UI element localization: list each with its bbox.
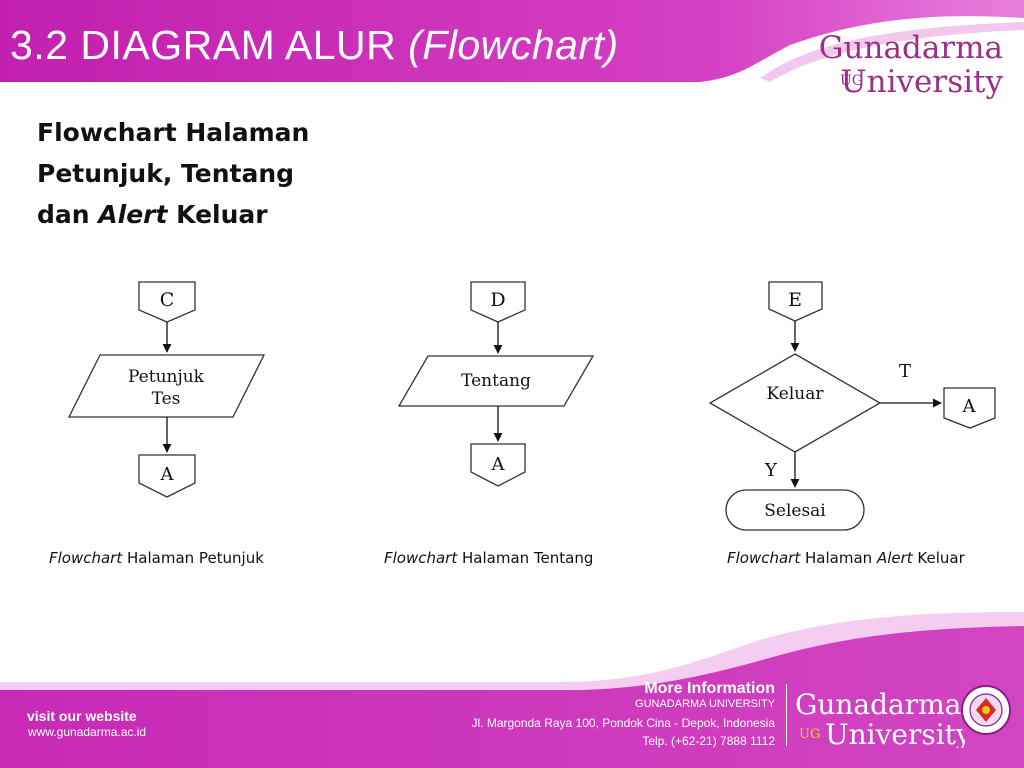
subheading-line3: dan Alert Keluar	[37, 200, 268, 229]
fc3-terminal-label: Selesai	[764, 501, 826, 521]
fc1-start-connector	[138, 281, 196, 323]
footer-logo-line2: University	[825, 718, 965, 748]
fc1-start-label: C	[160, 289, 175, 311]
gunadarma-logo: Gunadarma UG University	[819, 30, 1004, 100]
footer-logo-ug: UG	[799, 727, 820, 742]
logo-line2: University	[841, 64, 1004, 100]
more-info-org: GUNADARMA UNIVERSITY	[635, 698, 775, 710]
footer-logo-line1: Gunadarma	[795, 688, 961, 721]
footer-divider	[786, 684, 787, 746]
fc1-end-connector	[138, 454, 196, 498]
fc2-io-label: Tentang	[461, 371, 531, 391]
caption-petunjuk: Flowchart Halaman Petunjuk	[49, 549, 264, 567]
footer-website-link[interactable]: www.gunadarma.ac.id	[28, 725, 147, 739]
caption-keluar: Flowchart Halaman Alert Keluar	[727, 549, 965, 567]
slide-title-italic: (Flowchart)	[408, 22, 619, 68]
fc2-start-connector	[470, 281, 526, 323]
fc1-io-line2: Tes	[152, 389, 181, 409]
subheading-line2: Petunjuk, Tentang	[37, 159, 295, 188]
fc2-end-connector	[470, 443, 526, 487]
slide-title: 3.2 DIAGRAM ALUR (Flowchart)	[10, 22, 619, 69]
footer-address: Jl. Margonda Raya 100, Pondok Cina - Dep…	[471, 716, 775, 730]
fc3-true-connector	[943, 387, 996, 429]
fc2-start-label: D	[490, 289, 505, 311]
footer-visit-text: visit our website	[27, 708, 137, 724]
fc3-start-connector	[768, 281, 823, 322]
fc3-true-label: T	[899, 361, 911, 382]
logo-ug: UG	[840, 73, 863, 89]
more-info-heading: More Information	[644, 680, 775, 697]
subheading: Flowchart Halaman Petunjuk, Tentang dan …	[37, 112, 357, 235]
fc1-io-shape	[67, 354, 266, 418]
fc3-terminal	[725, 489, 865, 531]
footer-phone: Telp. (+62-21) 7888 1112	[642, 734, 775, 748]
fc2-io-shape	[397, 355, 595, 407]
footer-gunadarma-logo: Gunadarma UG University	[795, 688, 965, 748]
fc1-end-label: A	[160, 464, 175, 485]
fc1-io-line1: Petunjuk	[128, 367, 205, 387]
footer-more-info: More Information GUNADARMA UNIVERSITY	[600, 680, 775, 710]
university-seal-icon	[961, 685, 1011, 735]
logo-line1: Gunadarma	[819, 30, 1003, 66]
fc3-start-label: E	[788, 289, 802, 311]
subheading-line1: Flowchart Halaman	[37, 118, 310, 147]
slide-title-text: 3.2 DIAGRAM ALUR	[10, 22, 409, 68]
fc2-end-label: A	[491, 454, 506, 475]
fc3-yes-label: Y	[764, 460, 778, 481]
fc3-true-target-label: A	[962, 396, 977, 417]
caption-tentang: Flowchart Halaman Tentang	[384, 549, 594, 567]
fc3-decision-label: Keluar	[767, 384, 825, 404]
